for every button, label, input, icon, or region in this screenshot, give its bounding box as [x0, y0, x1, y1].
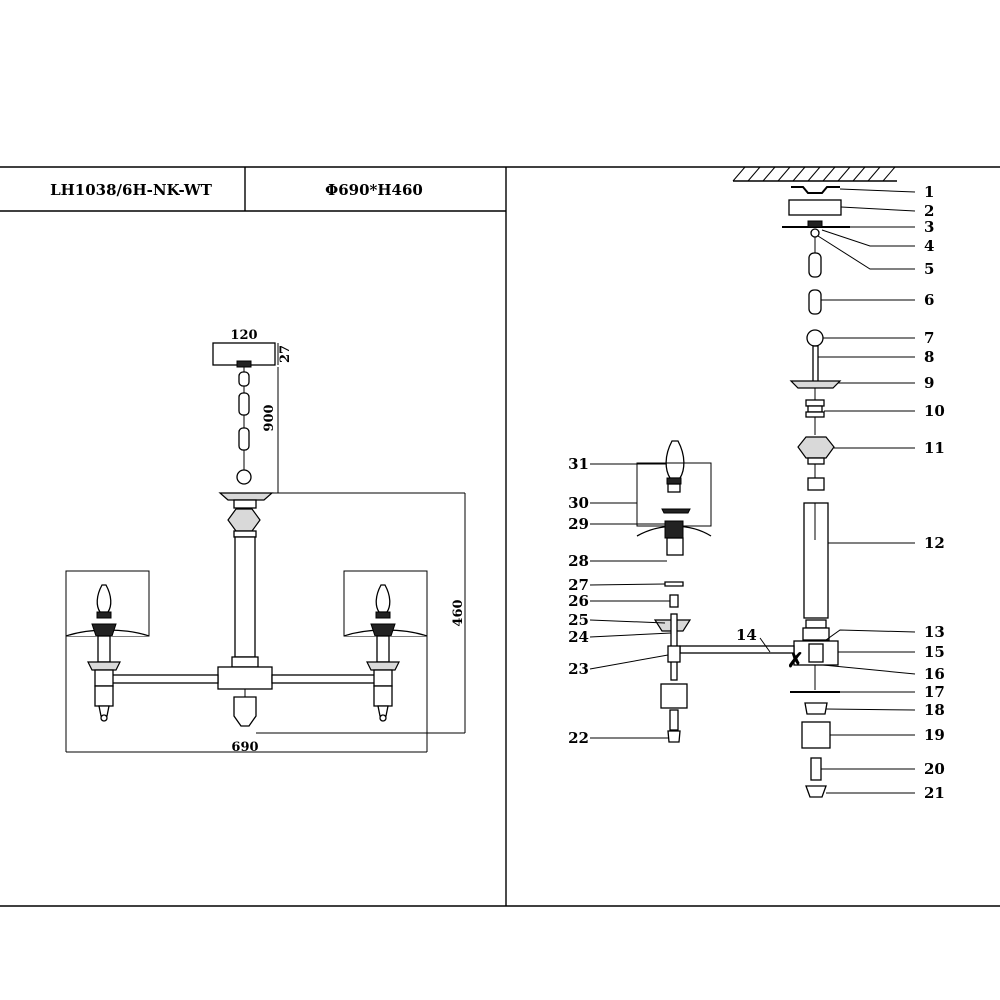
callout-10: 10 — [924, 402, 945, 420]
callout-14: 14 — [736, 626, 757, 644]
stem-tube — [234, 536, 256, 658]
callout-23: 23 — [568, 660, 589, 678]
elevation-view: 120 27 900 — [65, 328, 466, 755]
x-mark: ✗ — [787, 648, 804, 672]
candle-bulb-left — [96, 584, 112, 613]
callout-30: 30 — [568, 494, 589, 512]
crystal-ornament — [227, 508, 261, 532]
lamp-left — [65, 570, 150, 722]
callout-31: 31 — [568, 455, 589, 473]
exploded-view: ✗ — [636, 166, 897, 798]
top-cup — [218, 492, 274, 501]
hub — [217, 666, 273, 690]
callout-2: 2 — [924, 202, 934, 220]
callout-4: 4 — [924, 237, 934, 255]
callout-11: 11 — [924, 439, 945, 457]
callout-25: 25 — [568, 611, 589, 629]
callout-13: 13 — [924, 623, 945, 641]
dim-chain-length: 900 — [262, 404, 277, 431]
callout-15: 15 — [924, 643, 945, 661]
lamp-right — [343, 570, 428, 722]
callout-29: 29 — [568, 515, 589, 533]
bottom-finial — [233, 696, 257, 727]
arm-right — [271, 674, 386, 684]
callout-19: 19 — [924, 726, 945, 744]
callout-18: 18 — [924, 701, 945, 719]
candle-bulb-right — [375, 584, 391, 613]
dim-height: 460 — [451, 599, 466, 626]
callout-27: 27 — [568, 576, 589, 594]
callout-26: 26 — [568, 592, 589, 610]
callout-20: 20 — [924, 760, 945, 778]
callout-leaders-right — [817, 188, 916, 794]
callout-9: 9 — [924, 374, 934, 392]
callout-24: 24 — [568, 628, 589, 646]
callout-22: 22 — [568, 729, 589, 747]
model-number: LH1038/6H-NK-WT — [50, 181, 213, 199]
callout-6: 6 — [924, 291, 934, 309]
callout-16: 16 — [924, 665, 945, 683]
callout-7: 7 — [924, 329, 934, 347]
dim-canopy-height: 27 — [278, 345, 293, 363]
callout-3: 3 — [924, 218, 934, 236]
size-spec: Φ690*H460 — [325, 181, 423, 199]
callout-17: 17 — [924, 683, 945, 701]
arm-left — [104, 674, 219, 684]
dim-canopy-width: 120 — [230, 328, 257, 343]
callout-28: 28 — [568, 552, 589, 570]
chain-ring — [236, 469, 252, 485]
callout-12: 12 — [924, 534, 945, 552]
canopy-hook — [236, 360, 252, 368]
callout-5: 5 — [924, 260, 934, 278]
dim-diameter: 690 — [231, 740, 258, 755]
callout-leaders-left — [589, 463, 672, 739]
callout-1: 1 — [924, 183, 934, 201]
callout-21: 21 — [924, 784, 945, 802]
callout-8: 8 — [924, 348, 934, 366]
